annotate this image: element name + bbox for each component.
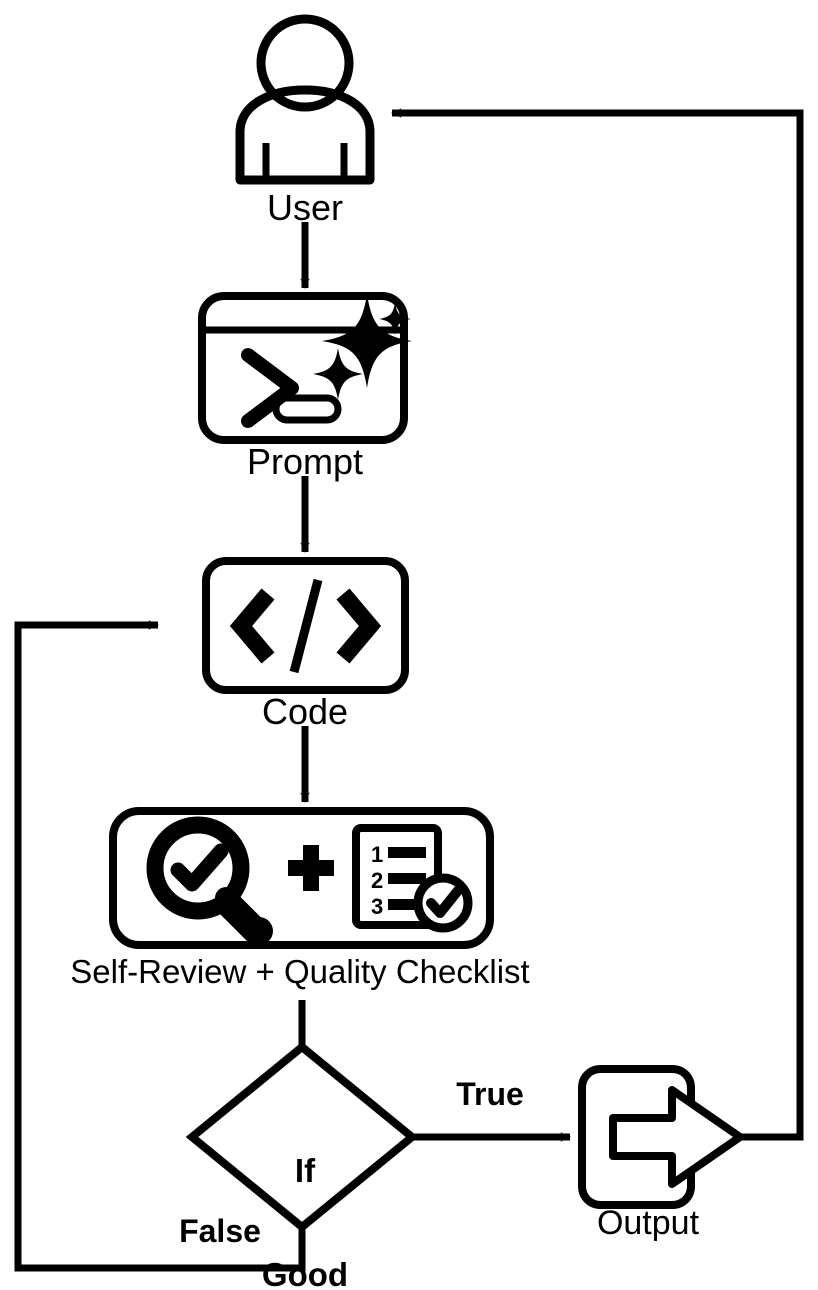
node-label-review: Self-Review + Quality Checklist <box>70 953 530 990</box>
node-label-user: User <box>266 187 343 228</box>
edge-decision-false <box>14 620 306 1272</box>
edge-label-true: True <box>456 1076 524 1112</box>
review-node-box <box>109 807 494 949</box>
magnifier-check-icon <box>146 816 273 945</box>
svg-text:2: 2 <box>371 868 383 893</box>
node-label-code: Code <box>261 691 349 732</box>
plus-icon <box>288 845 334 891</box>
code-brackets-icon <box>202 557 409 694</box>
svg-text:1: 1 <box>371 842 383 867</box>
decision-label: If Good <box>205 1085 405 1290</box>
node-label-prompt: Prompt <box>246 441 364 482</box>
checklist-icon: 1 2 3 <box>352 824 473 933</box>
export-arrow-icon <box>578 1065 744 1209</box>
decision-label-line2: Good <box>261 1256 349 1290</box>
terminal-sparkle-icon <box>198 292 412 444</box>
node-label-output: Output <box>596 1204 700 1242</box>
user-person-icon <box>235 14 375 185</box>
decision-label-line1: If <box>294 1152 316 1190</box>
edge-output-to-user <box>391 108 804 1141</box>
edge-label-false: False <box>179 1213 261 1249</box>
svg-text:3: 3 <box>371 894 383 919</box>
